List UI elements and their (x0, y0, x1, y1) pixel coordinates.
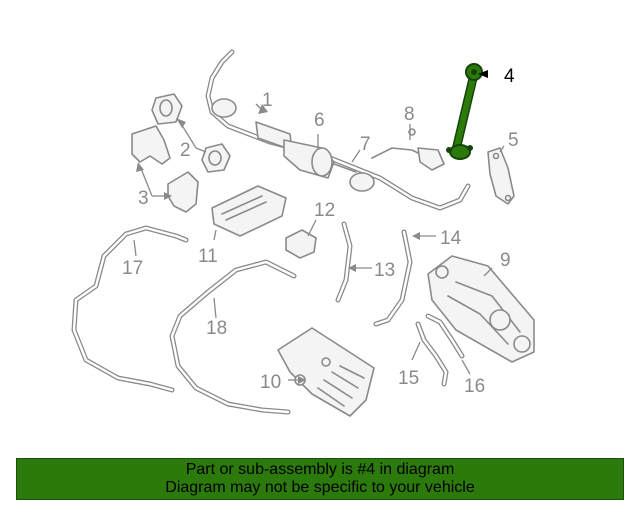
callout-1: 1 (262, 90, 273, 111)
callout-9: 9 (500, 250, 511, 271)
leader-lines (133, 70, 505, 384)
callout-13: 13 (374, 260, 395, 281)
line-18 (169, 259, 297, 415)
callout-5: 5 (508, 130, 519, 151)
bracket-lower (167, 171, 199, 213)
carrier-bracket (277, 327, 375, 417)
wire-link (371, 128, 445, 171)
callout-6: 6 (314, 110, 325, 131)
pump-unit (427, 255, 535, 363)
sensor (285, 229, 317, 259)
hose-15 (415, 321, 449, 387)
bushing-upper (151, 93, 183, 125)
bracket-upper (131, 125, 171, 165)
callout-14: 14 (440, 228, 462, 249)
callout-4: 4 (504, 66, 515, 87)
callout-18: 18 (206, 318, 227, 339)
line-14 (373, 229, 413, 327)
footer-line-2: Diagram may not be specific to your vehi… (165, 479, 475, 496)
callout-11: 11 (198, 246, 218, 267)
callout-3: 3 (138, 188, 149, 209)
callout-12: 12 (314, 200, 335, 221)
line-17 (71, 225, 189, 393)
footer-line-1: Part or sub-assembly is #4 in diagram (185, 461, 455, 478)
hose-16 (425, 313, 465, 359)
footer-banner: Part or sub-assembly is #4 in diagram Di… (16, 458, 624, 500)
callout-8: 8 (404, 104, 415, 125)
hose-13 (335, 221, 353, 303)
callout-10: 10 (260, 372, 281, 393)
callout-2: 2 (180, 140, 191, 161)
steering-rack (255, 121, 357, 179)
callout-15: 15 (398, 368, 419, 389)
callout-7: 7 (360, 134, 371, 155)
bracket-plate (487, 147, 515, 205)
control-module (211, 185, 287, 237)
highlighted-link-part-4 (446, 63, 483, 160)
callout-16: 16 (464, 376, 485, 397)
bushing-lower (201, 143, 231, 173)
callout-17: 17 (122, 258, 143, 279)
stabilizer-bar (205, 49, 471, 211)
